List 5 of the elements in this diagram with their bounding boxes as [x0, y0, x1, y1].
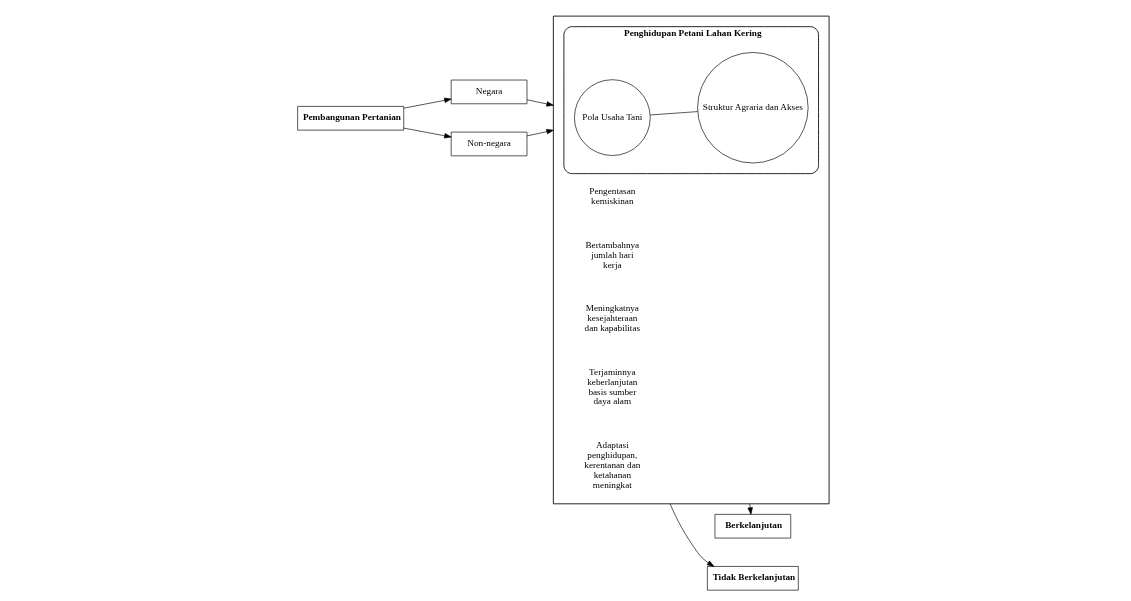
node-label: Pengentasan kemiskinan [588, 186, 635, 207]
node-label: Meningkatnya kesejahteraan dan kapabilitas [584, 303, 640, 333]
node-label: Terjaminnya keberlanjutan basis sumber daya alam [586, 366, 637, 407]
node-label: Adaptasi penghidupan, kerentanan dan ketahanan meningkat [583, 440, 640, 490]
node-label: Bertambahnya jumlah hari kerja [584, 239, 639, 270]
